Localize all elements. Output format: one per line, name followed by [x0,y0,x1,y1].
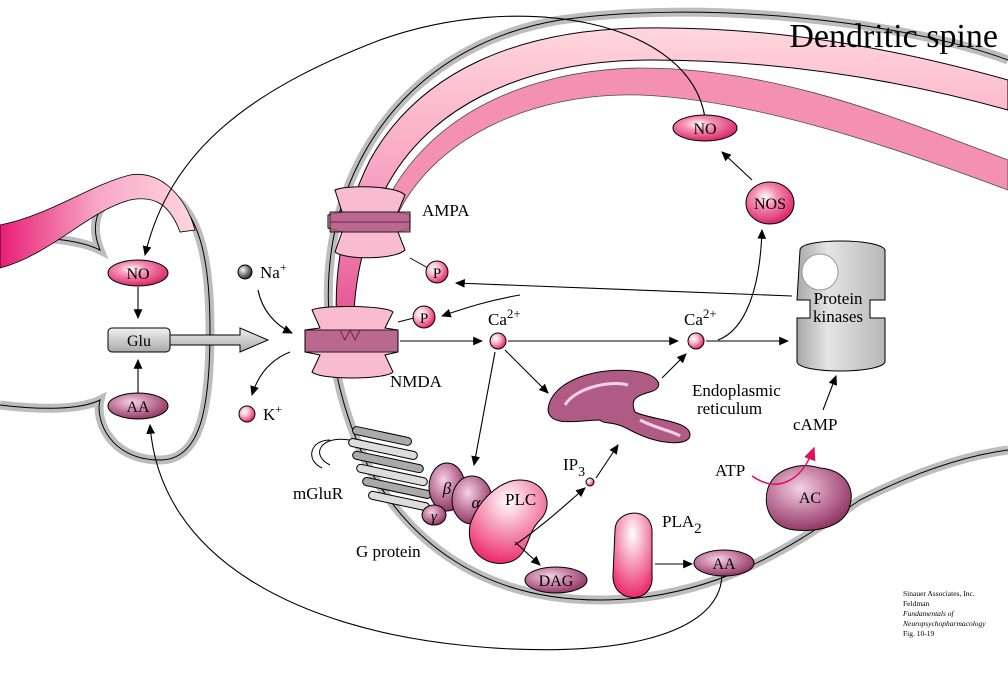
post-no-oval [672,114,738,142]
g-gamma: γ [431,509,438,525]
g-protein-label: G protein [356,542,421,561]
phospho-ampa-label: P [433,266,441,282]
dag-oval [524,566,588,594]
glu-vesicle: Glu [107,327,270,353]
arrow-camp-pk [822,374,837,411]
svg-text:K+: K+ [263,402,282,424]
svg-text:Ca2+: Ca2+ [684,306,717,329]
nmda-p-link [397,317,415,323]
post-no-label: NO [693,121,716,138]
arrow-ca-gprotein [471,351,496,467]
plc-label: PLC [505,490,536,509]
er-line1: Endoplasmic [692,381,781,400]
calcium-1 [489,332,507,350]
post-aa-oval [693,549,755,577]
g-beta: β [442,479,452,498]
phospho-ampa [425,260,449,284]
ca2-label: Ca [684,310,703,329]
na-sup: + [280,260,287,274]
arrow-atp-camp [751,446,816,485]
phospho-nmda-label: P [420,311,428,327]
pla2-enzyme [612,512,653,598]
aa-retrograde-loop [146,423,723,651]
calcium-2 [687,332,705,350]
presynaptic-terminal [0,173,215,465]
svg-text:Ca2+: Ca2+ [488,306,521,329]
potassium-ion [238,405,256,423]
nos-enzyme [745,181,795,225]
endoplasmic-reticulum [547,369,691,444]
ip3-molecule [585,477,595,487]
post-aa-label: AA [712,556,736,573]
pre-aa-oval: AA [107,392,169,420]
phospho-nmda [412,305,436,329]
arrow-plc-dag [514,541,541,566]
k-sup: + [275,402,282,416]
arrow-pk-nmda [440,294,521,318]
ca1-label: Ca [488,310,507,329]
pre-aa-label: AA [126,399,150,416]
ampa-label: AMPA [422,201,470,220]
credit-line1: Sinauer Associates, Inc. [903,589,975,598]
ip-label: IP [563,455,578,474]
mglur-receptor [311,426,432,512]
nmda-receptor [304,306,399,379]
arrow-ca-nos [717,228,767,341]
protein-kinases [796,240,886,372]
ca1-sup: 2+ [507,306,521,321]
ampa-receptor [327,186,411,259]
glu-release-arrow [169,327,270,353]
credit-line3: Fundamentals of [902,609,955,618]
pre-no-oval: NO [107,259,169,287]
arrow-na-in [257,289,293,334]
svg-text:PLA2: PLA2 [662,512,702,537]
pla-sub: 2 [694,521,702,537]
arrow-ip3-er [595,444,619,479]
no-retrograde-loop [142,15,706,257]
g-alpha: α [472,493,482,512]
glu-label: Glu [127,333,151,350]
credit-line4: Neuropsychopharmacology [902,619,986,628]
camp-label: cAMP [793,415,837,434]
credit-line5: Fig. 10-19 [903,629,935,638]
er-line2: reticulum [697,399,762,418]
figure-credit: Sinauer Associates, Inc. Feldman Fundame… [902,589,986,638]
ac-label: AC [799,490,821,507]
arrow-ca-er [504,349,549,394]
nmda-label: NMDA [390,372,443,391]
ca2-sup: 2+ [703,306,717,321]
nos-label: NOS [754,196,786,213]
mglur-label: mGluR [293,484,344,503]
pla-label: PLA [662,512,695,531]
sodium-ion [237,264,253,280]
ip-sub: 3 [578,465,585,480]
svg-text:Na+: Na+ [260,260,287,282]
na-label: Na [260,263,280,282]
dag-label: DAG [539,573,574,590]
arrow-plc-ip3 [514,487,586,546]
credit-line2: Feldman [903,599,929,608]
arrow-nos-no [721,151,753,181]
page-title: Dendritic spine [789,18,998,55]
pk-line2: kinases [813,307,863,326]
pre-no-label: NO [126,266,149,283]
pk-line1: Protein [813,289,863,308]
arrow-er-ca [661,353,687,379]
arrow-k-out [250,351,291,397]
atp-label: ATP [715,461,745,480]
plc-enzyme [468,479,548,564]
k-label: K [263,405,276,424]
svg-text:IP3: IP3 [563,455,585,480]
arrow-pk-ampa [454,278,793,297]
ampa-p-link [409,257,429,269]
